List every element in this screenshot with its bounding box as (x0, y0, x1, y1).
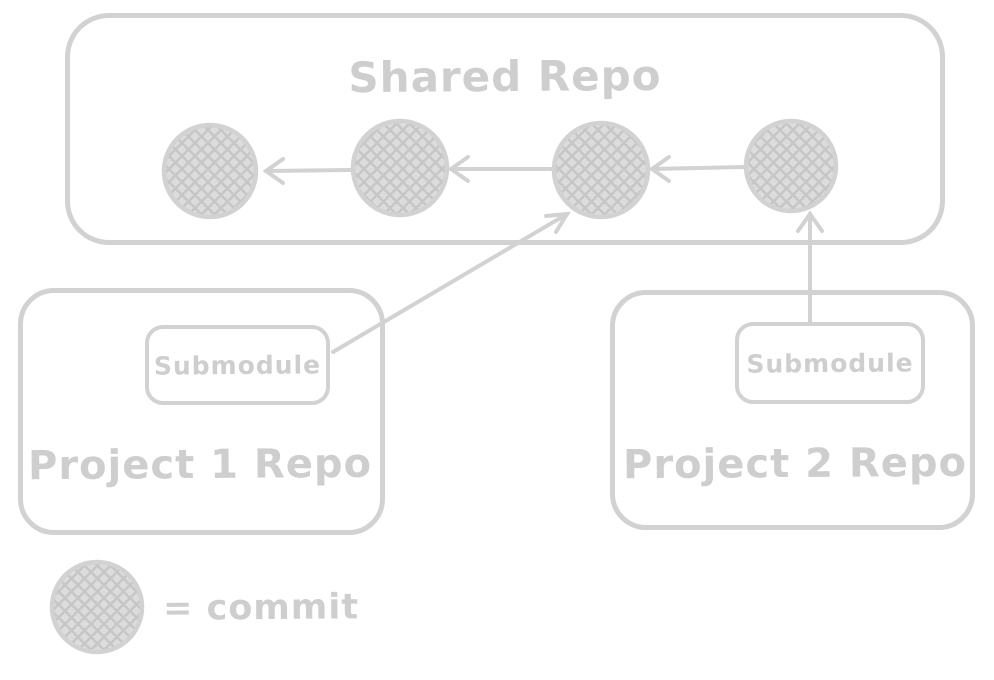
project1-submodule-label: Submodule (153, 349, 322, 381)
project2-repo-box (610, 290, 975, 530)
project2-submodule-label: Submodule (746, 347, 914, 379)
project1-repo-title: Project 1 Repo (27, 440, 373, 490)
project1-repo-box (18, 288, 385, 535)
project1-submodule-box (145, 325, 330, 405)
legend-label: = commit (162, 587, 360, 629)
legend-commit-circle (49, 559, 145, 655)
project2-submodule-box (735, 322, 925, 404)
project2-repo-title: Project 2 Repo (622, 439, 968, 489)
shared-repo-title: Shared Repo (348, 50, 662, 102)
